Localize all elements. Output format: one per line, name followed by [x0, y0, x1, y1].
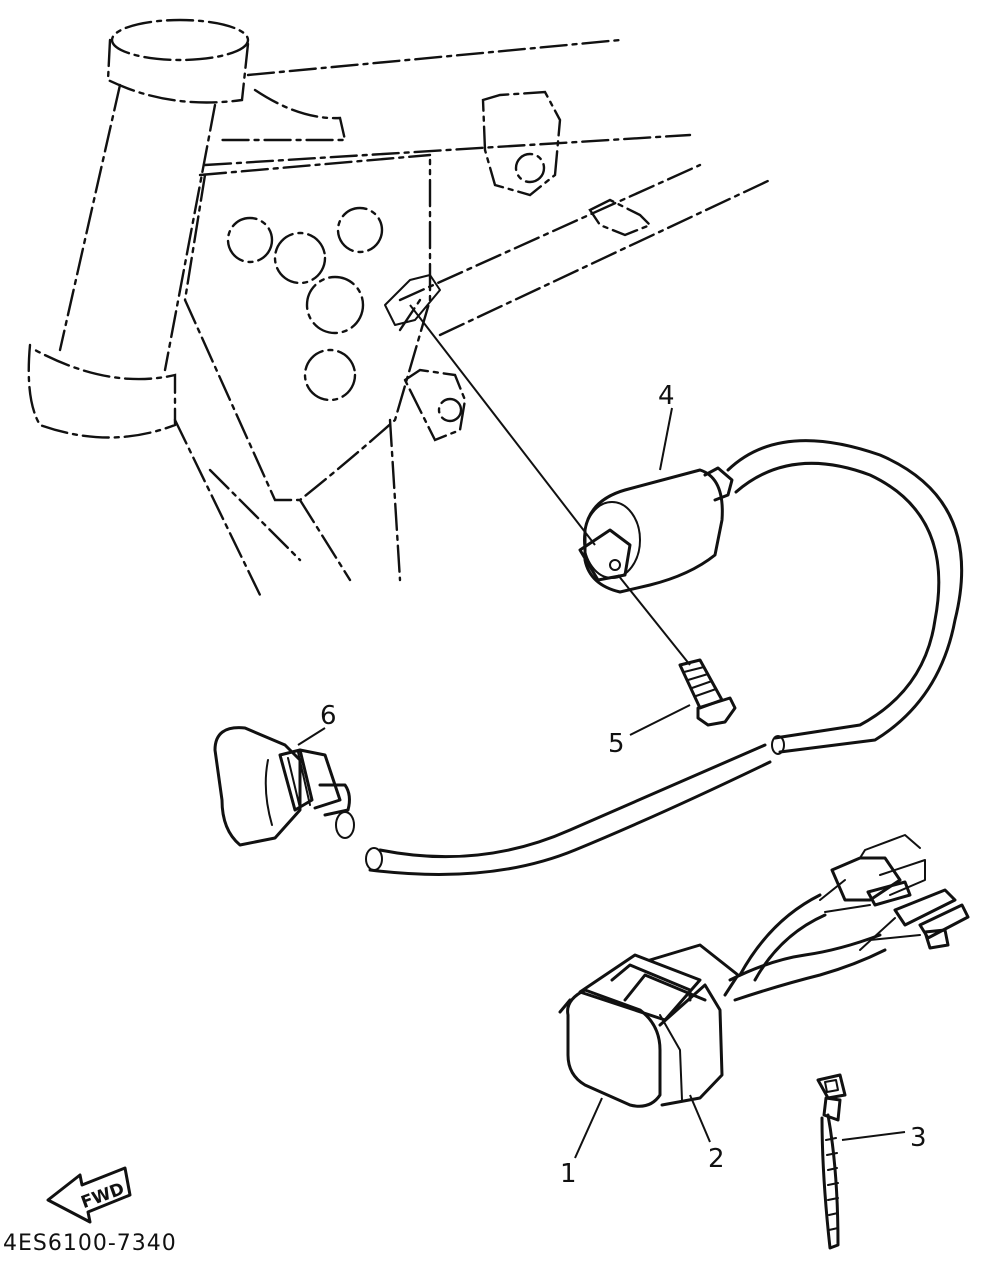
cable-tie — [816, 1073, 906, 1250]
cdi-unit — [558, 834, 970, 1159]
mounting-bolt — [617, 574, 737, 727]
callout-2: 2 — [708, 1144, 725, 1174]
fwd-direction-arrow: FWD — [46, 1166, 132, 1224]
callout-4-leader — [659, 407, 673, 471]
spark-plug-cap — [213, 726, 355, 847]
callout-4: 4 — [658, 381, 675, 411]
callout-5: 5 — [608, 729, 625, 759]
frame-phantom — [27, 18, 772, 597]
callout-1: 1 — [560, 1159, 577, 1189]
callout-3: 3 — [910, 1123, 927, 1153]
drawing-code: 4ES6100-7340 — [3, 1231, 177, 1256]
callout-5-leader — [629, 704, 691, 736]
ignition-coil — [365, 274, 964, 876]
callout-6: 6 — [320, 701, 337, 731]
